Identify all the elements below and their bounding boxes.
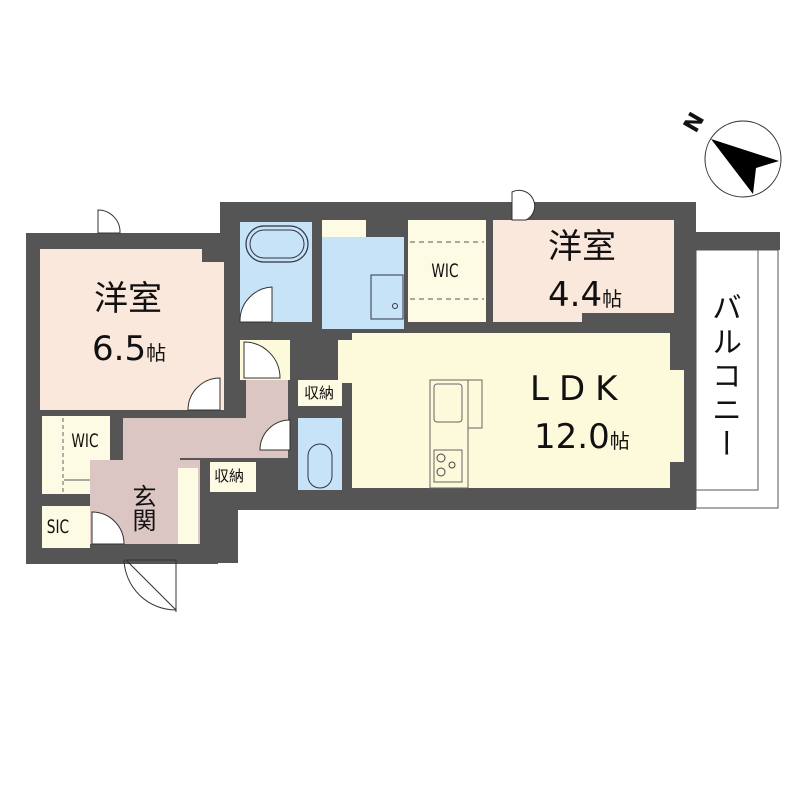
bedroom-2-size-unit: 帖 [602,287,623,311]
wic-left-label: WIC [71,430,99,452]
north-compass [704,120,782,198]
bedroom-1-size: 6.5帖 [92,332,166,366]
bedroom-2-size: 4.4帖 [548,278,622,312]
ldk-name: LDK [530,369,628,409]
bedroom-1-size-unit: 帖 [146,341,167,365]
sic-label: SIC [46,516,70,538]
entrance-label: 玄関 [128,484,156,532]
ldk-floor [338,333,684,488]
ldk-size-unit: 帖 [609,429,630,453]
bedroom-2-name: 洋室 [548,227,616,267]
storage-2-floor [210,462,256,492]
bedroom-1-size-num: 6.5 [92,329,147,369]
bedroom-2-size-num: 4.4 [548,275,603,315]
bedroom-1-name: 洋室 [94,279,162,319]
bedroom-6-5-floor [40,249,224,410]
hall-floor [123,380,288,460]
storage-2-label: 収納 [214,467,245,485]
toilet-floor [298,418,342,490]
ldk-size: 12.0帖 [534,420,630,454]
bedroom-4-4-floor [493,220,674,322]
balcony-label: バルコニー [706,292,741,462]
sic-floor [42,506,90,548]
wic-upper-label: WIC [431,260,459,282]
ldk-size-num: 12.0 [534,417,610,457]
storage-1-label: 収納 [304,384,335,402]
balcony-area [695,249,779,509]
storage-1-floor [298,380,342,406]
wic-upper-floor [408,220,486,322]
